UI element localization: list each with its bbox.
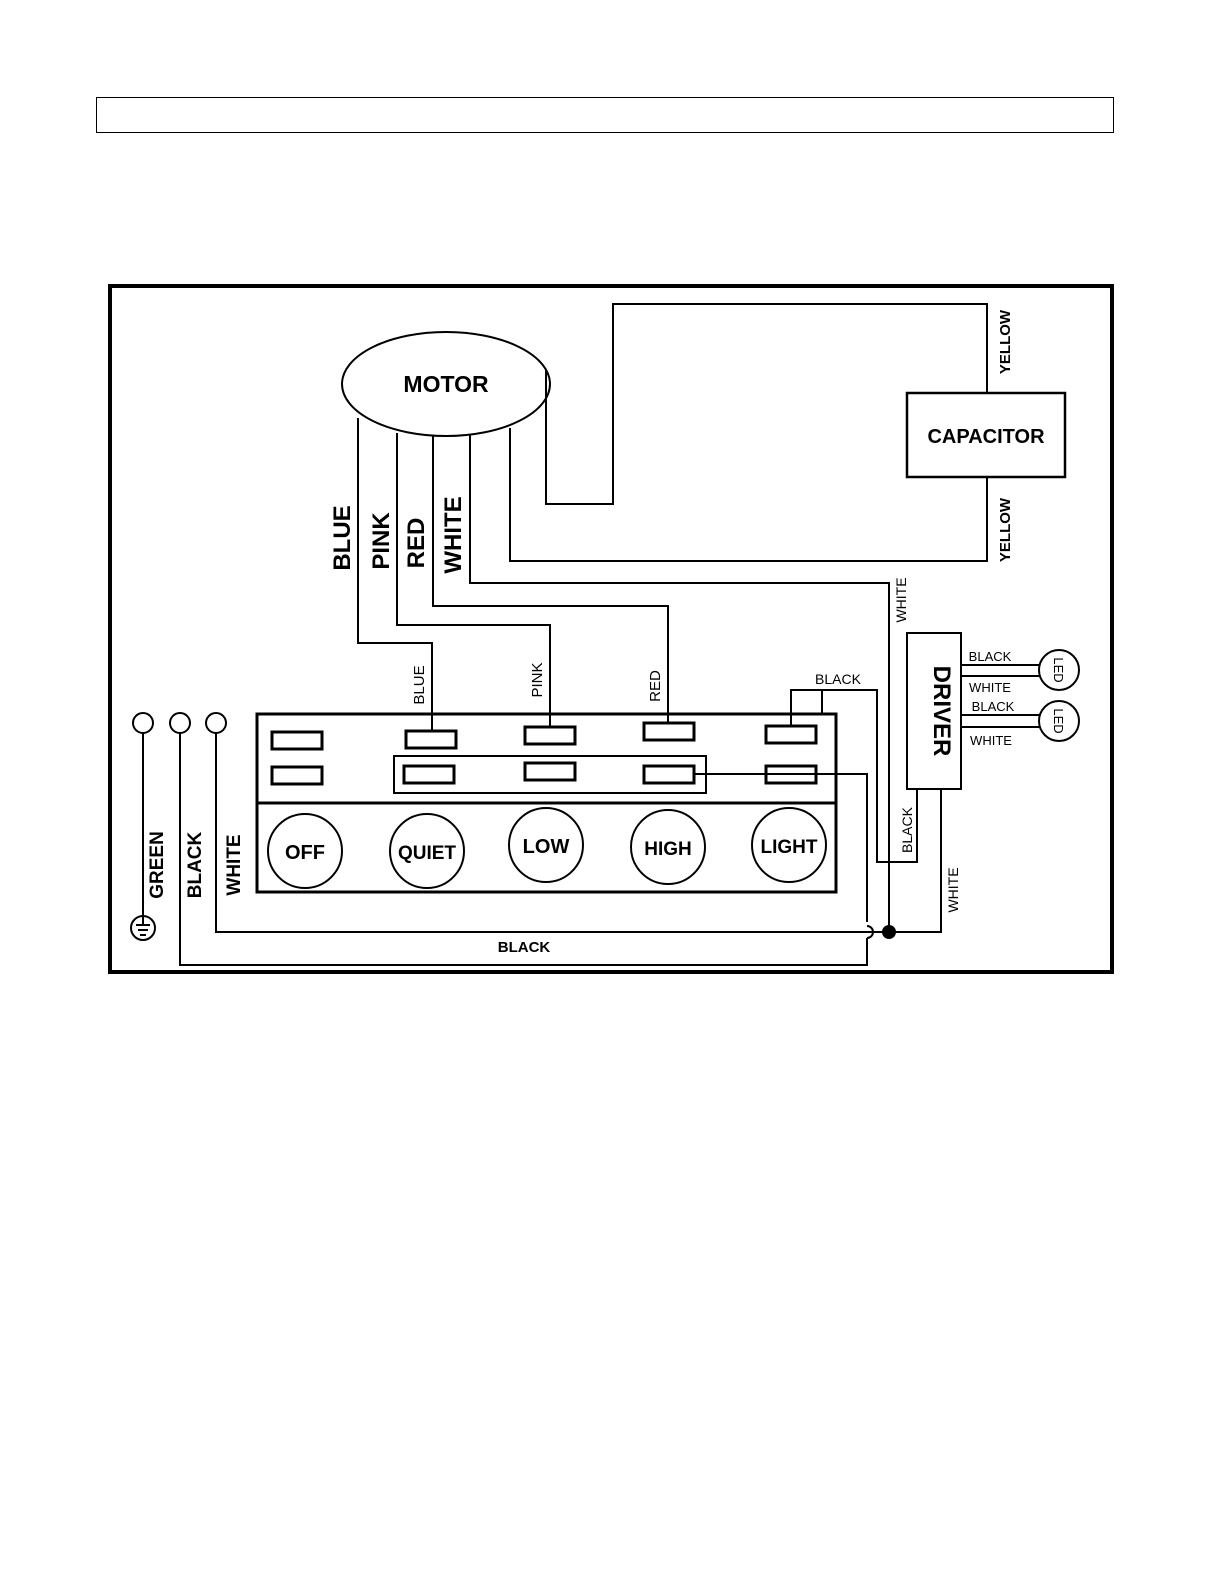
led-2-label: LED [1051, 708, 1066, 733]
led2-white-label: WHITE [970, 733, 1012, 748]
led-1-label: LED [1051, 657, 1066, 682]
driver-black-in-label: BLACK [899, 806, 915, 853]
low-button-label: LOW [523, 836, 570, 858]
light-button-label: LIGHT [761, 837, 818, 858]
terminal [272, 767, 322, 784]
red-wire-label: RED [403, 518, 430, 569]
terminal-red-label: RED [647, 670, 664, 702]
capacitor-wire-bottom-label: YELLOW [997, 497, 1014, 562]
supply-terminal-green [133, 713, 153, 733]
led1-black-label: BLACK [969, 649, 1012, 664]
driver-white-out-wire [889, 789, 941, 932]
supply-terminal-white [206, 713, 226, 733]
internal-wire [822, 690, 836, 714]
supply-terminal-black [170, 713, 190, 733]
supply-green-label: GREEN [147, 831, 168, 899]
light-black-wire-label: BLACK [815, 671, 862, 687]
terminal [525, 727, 575, 744]
high-button-label: HIGH [644, 839, 692, 860]
terminal [644, 723, 694, 740]
bottom-black-label: BLACK [498, 939, 551, 956]
internal-wire-2 [816, 714, 836, 775]
terminal [525, 763, 575, 780]
white-wire-label: WHITE [440, 496, 467, 573]
pink-wire-label: PINK [368, 512, 395, 570]
capacitor-label: CAPACITOR [927, 426, 1045, 448]
capacitor-wire-top-label: YELLOW [997, 309, 1014, 374]
off-button-label: OFF [285, 842, 325, 864]
motor-label: MOTOR [403, 371, 489, 397]
driver-white-out-label: WHITE [945, 867, 961, 912]
quiet-button-label: QUIET [398, 843, 456, 864]
terminal [404, 766, 454, 783]
driver-white-in-label: WHITE [893, 577, 909, 622]
terminal [272, 732, 322, 749]
terminal [406, 731, 456, 748]
blue-wire-label: BLUE [329, 505, 356, 570]
driver-label: DRIVER [928, 666, 955, 757]
diagram-frame [110, 286, 1112, 972]
led2-black-label: BLACK [972, 699, 1015, 714]
led1-white-label: WHITE [969, 680, 1011, 695]
supply-white-label: WHITE [224, 834, 245, 895]
junction-dot [882, 925, 896, 939]
terminal [644, 766, 694, 783]
terminal-pink-label: PINK [529, 662, 546, 697]
supply-black-label: BLACK [185, 831, 206, 898]
terminal-blue-label: BLUE [411, 665, 428, 704]
terminal [766, 726, 816, 743]
